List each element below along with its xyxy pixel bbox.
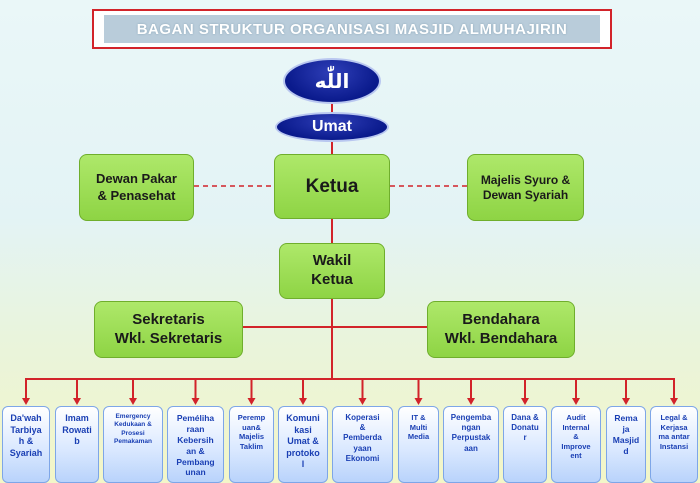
ketua-label: Ketua [305,175,359,197]
unit-box: Koperasi & Pemberda yaan Ekonomi [332,406,393,483]
allah-label: اللّٰه [314,70,350,93]
unit-box: Peméliha raan Kebersih an & Pembang unan [167,406,224,483]
unit-box: Legal & Kerjasa ma antar Instansi [650,406,698,483]
sekretaris-label: Sekretaris Wkl. Sekretaris [114,310,223,347]
unit-label: Peremp uan& Majelis Taklim [237,413,266,451]
wakil-ketua-box: Wakil Ketua [279,243,385,299]
sekretaris-box: Sekretaris Wkl. Sekretaris [94,301,243,358]
ketua-box: Ketua [274,154,390,219]
unit-label: Komuni kasi Umat & protoko l [286,413,320,470]
unit-box: Emergency Kedukaan & Prosesi Pemakaman [103,406,163,483]
unit-label: Da'wah Tarbiya h & Syariah [9,413,43,458]
unit-label: Emergency Kedukaan & Prosesi Pemakaman [114,413,152,445]
unit-box: Imam Rowati b [55,406,99,483]
unit-box: Dana & Donatu r [503,406,547,483]
unit-label: IT & Multi Media [407,413,430,442]
bendahara-label: Bendahara Wkl. Bendahara [444,310,558,347]
unit-box: Rema ja Masjid d [606,406,646,483]
bendahara-box: Bendahara Wkl. Bendahara [427,301,575,358]
unit-box: Komuni kasi Umat & protoko l [278,406,328,483]
majelis-syuro-label: Majelis Syuro & Dewan Syariah [480,172,571,202]
unit-label: Audit Internal & Improve ent [561,413,591,461]
umat-node: Umat [275,112,389,142]
unit-box: Da'wah Tarbiya h & Syariah [2,406,50,483]
title-frame: BAGAN STRUKTUR ORGANISASI MASJID ALMUHAJ… [92,9,612,49]
chart-title: BAGAN STRUKTUR ORGANISASI MASJID ALMUHAJ… [136,20,568,38]
wakil-ketua-label: Wakil Ketua [311,252,353,288]
dewan-pakar-label: Dewan Pakar & Penasehat [96,171,177,203]
unit-box: Peremp uan& Majelis Taklim [229,406,274,483]
dewan-pakar-box: Dewan Pakar & Penasehat [79,154,194,221]
unit-label: Rema ja Masjid d [612,413,640,456]
umat-label: Umat [311,118,352,135]
unit-label: Koperasi & Pemberda yaan Ekonomi [343,413,382,463]
title-banner: BAGAN STRUKTUR ORGANISASI MASJID ALMUHAJ… [104,15,600,43]
unit-label: Peméliha raan Kebersih an & Pembang unan [176,413,215,478]
unit-label: Pengemba ngan Perpustak aan [450,413,492,453]
unit-label: Legal & Kerjasa ma antar Instansi [658,413,690,451]
allah-node: اللّٰه [283,58,381,104]
unit-box: Pengemba ngan Perpustak aan [443,406,499,483]
unit-label: Dana & Donatu r [511,413,539,443]
unit-label: Imam Rowati b [62,413,92,447]
unit-box: Audit Internal & Improve ent [551,406,601,483]
majelis-syuro-box: Majelis Syuro & Dewan Syariah [467,154,584,221]
unit-box: IT & Multi Media [398,406,439,483]
